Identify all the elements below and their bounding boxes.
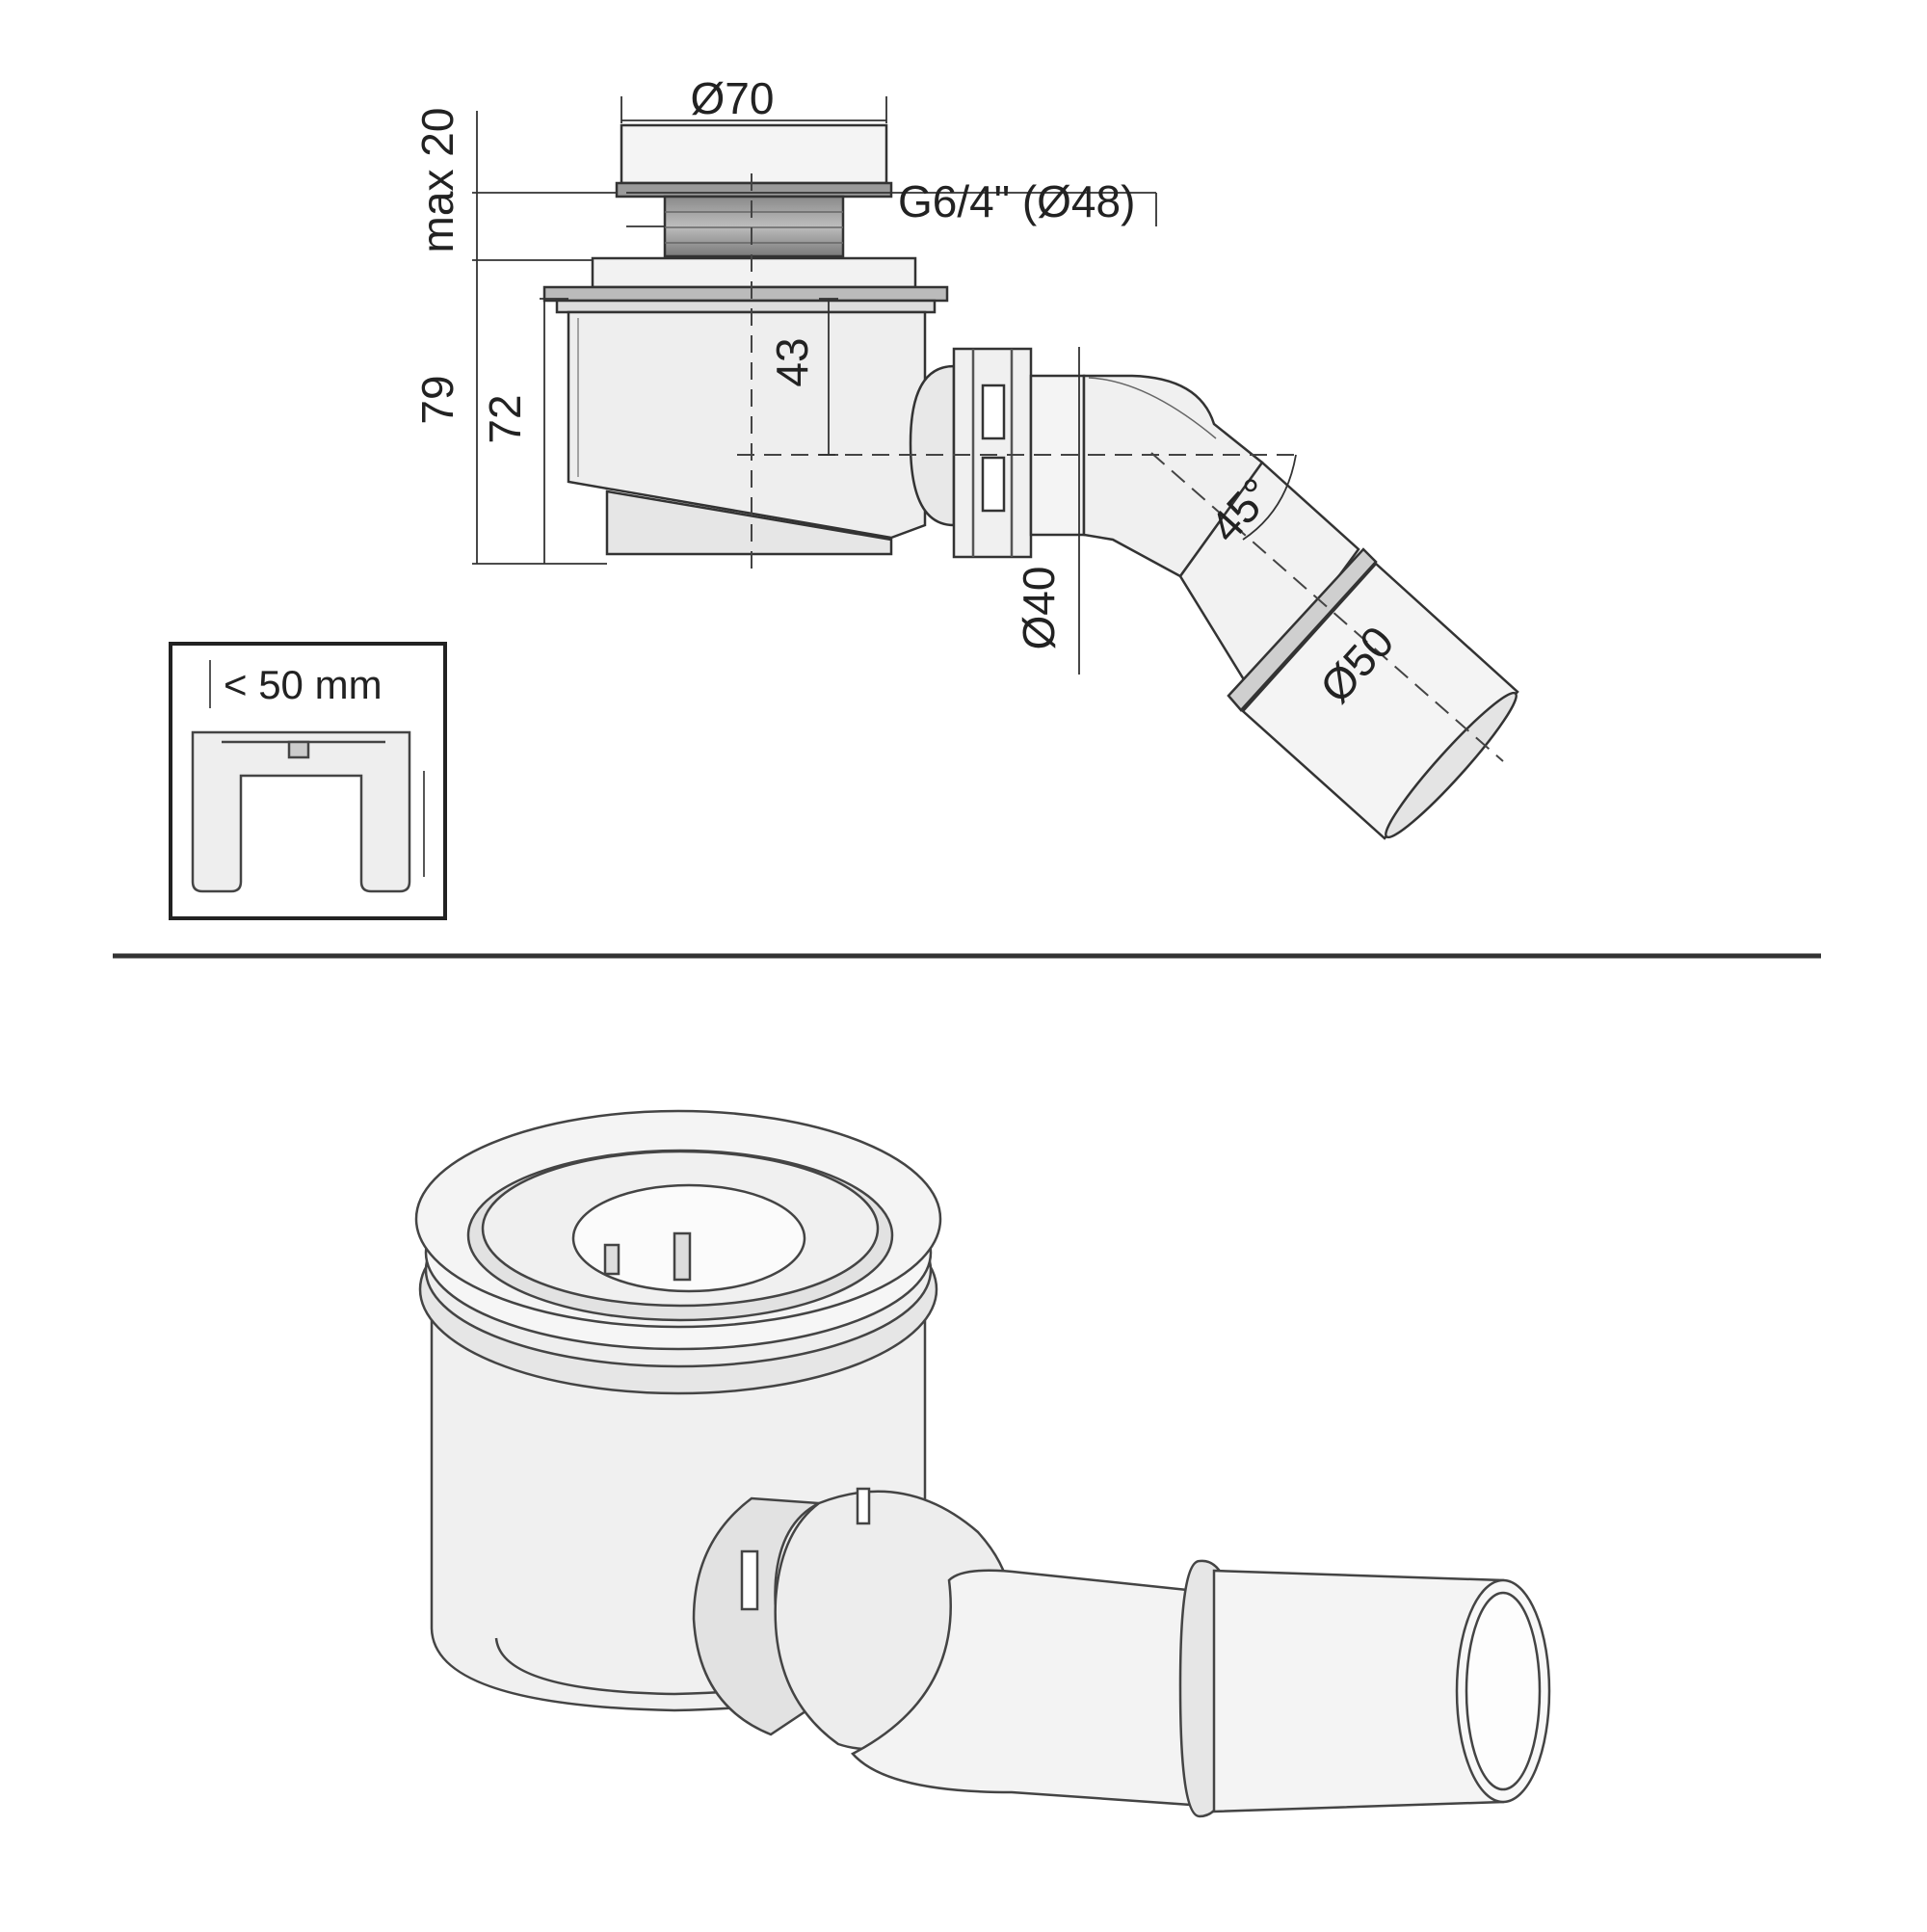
trap-bottom	[605, 490, 893, 556]
water-seal-inset: < 50 mm	[169, 642, 447, 920]
lower-flange-rim	[542, 285, 949, 303]
outlet-pipe	[1178, 461, 1360, 697]
label-body-height: 72	[480, 394, 530, 443]
label-outlet-inner: Ø40	[1014, 567, 1064, 650]
nut-dome	[909, 364, 956, 527]
perspective-view	[414, 1109, 1551, 1818]
threaded-stem	[663, 195, 845, 258]
label-thread: G6/4" (Ø48)	[898, 176, 1135, 226]
label-max-height: max 20	[412, 108, 462, 253]
trap-body	[567, 310, 927, 540]
inset-water-seal-label: < 50 mm	[224, 662, 383, 707]
upper-flange	[591, 256, 917, 289]
perspective-elbow	[851, 1569, 1235, 1809]
label-outlet-height: 43	[767, 337, 817, 386]
inset-trap-profile	[191, 730, 411, 893]
dim-thread	[626, 192, 1157, 227]
dim-max-height	[472, 111, 617, 564]
dim-angle-arc	[1242, 454, 1297, 541]
cap-flange	[615, 181, 893, 198]
dim-outlet-height	[819, 298, 838, 456]
outlet-sleeve	[1241, 562, 1519, 840]
label-top-diameter: Ø70	[691, 73, 775, 123]
dim-top-diameter	[620, 96, 887, 123]
side-view-drawing	[472, 96, 1519, 840]
label-total-height: 79	[412, 375, 462, 424]
drain-cap	[620, 123, 888, 185]
dim-body-heights	[472, 298, 607, 565]
union-nut	[952, 347, 1033, 559]
